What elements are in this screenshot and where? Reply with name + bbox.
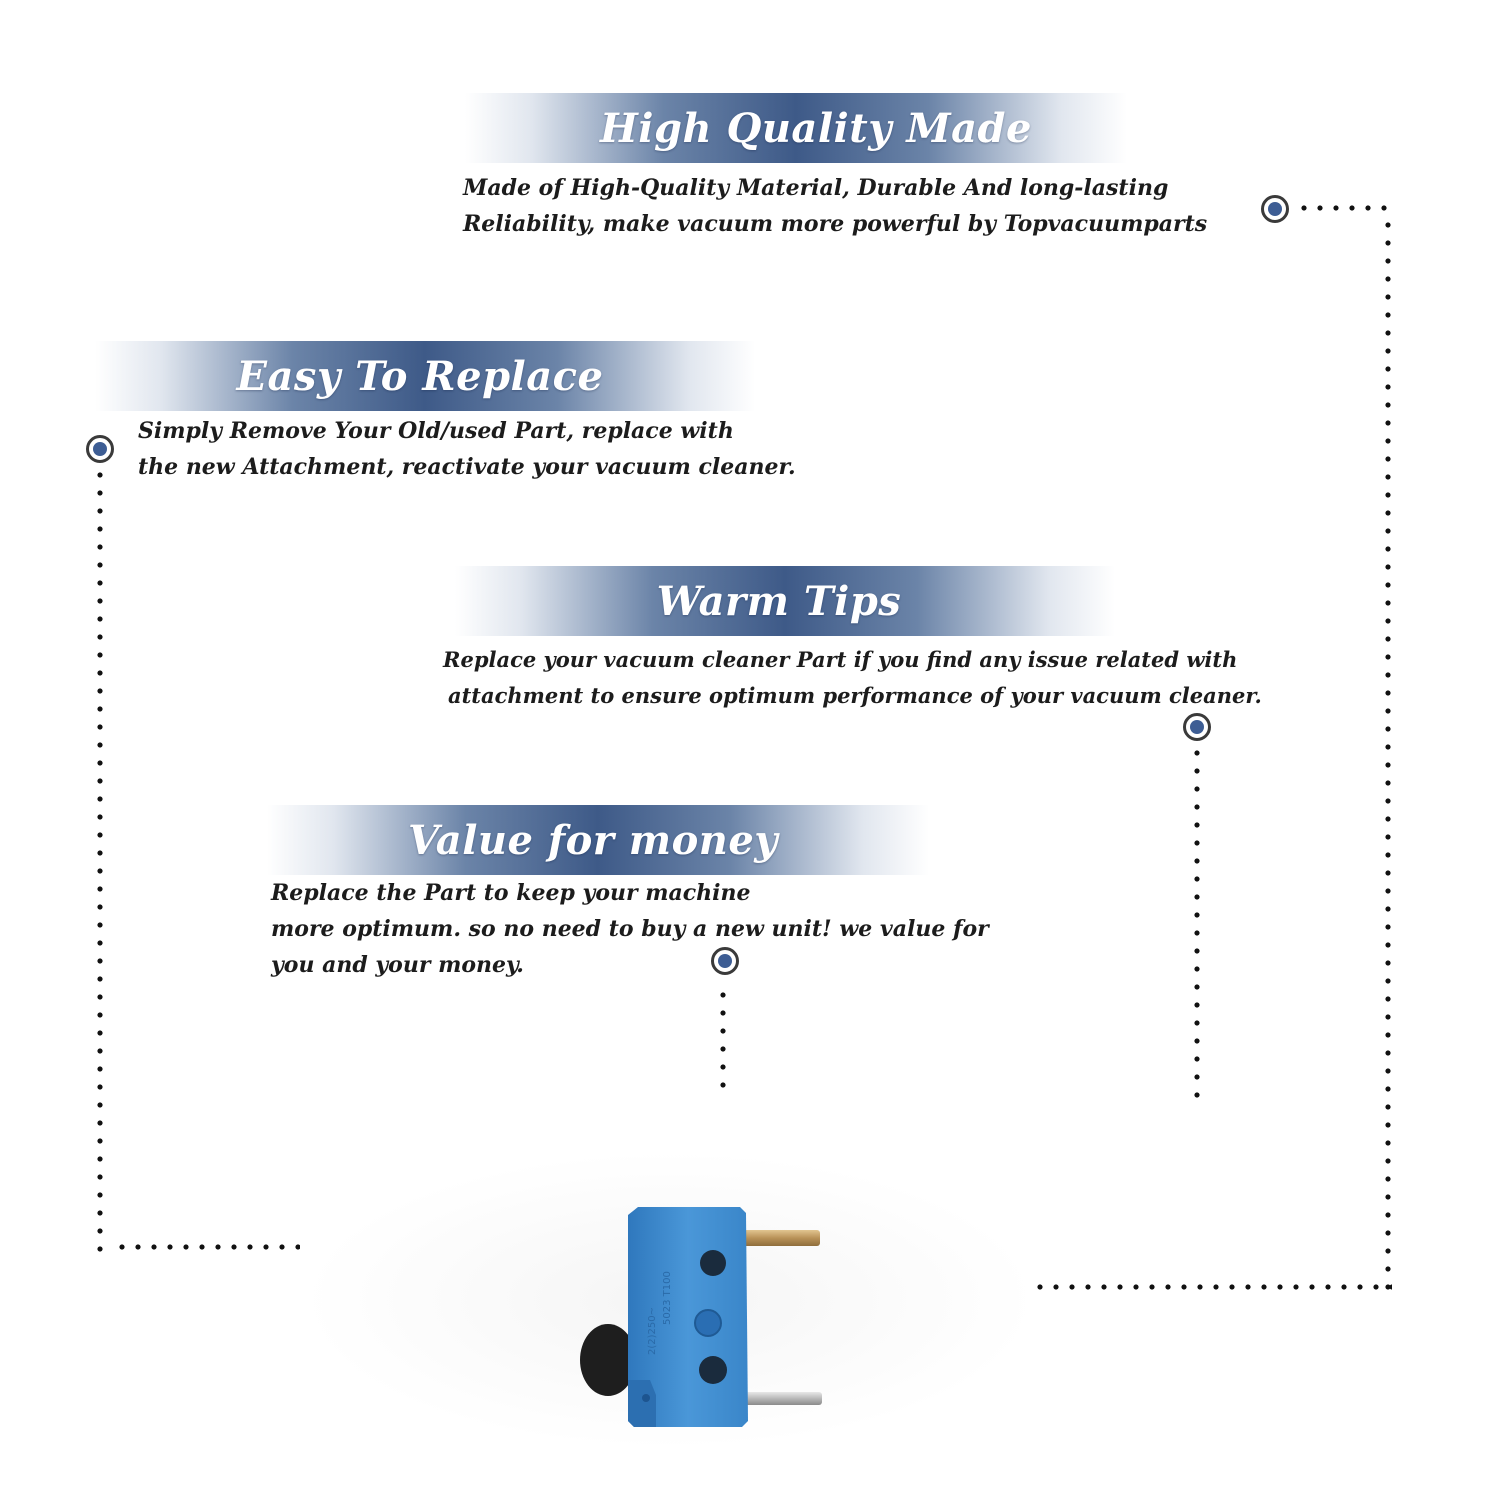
marker-warm-tips-icon <box>1183 713 1211 741</box>
section-title: Warm Tips <box>656 577 902 625</box>
description-line: Reliability, make vacuum more powerful b… <box>463 211 1208 237</box>
banner-easy-to-replace: Easy To Replace <box>95 341 755 411</box>
description-line: Simply Remove Your Old/used Part, replac… <box>138 418 734 444</box>
section-description: Made of High-Quality Material, Durable A… <box>463 170 1207 242</box>
description-line: Made of High-Quality Material, Durable A… <box>463 175 1169 201</box>
section-description: Replace the Part to keep your machine mo… <box>271 875 989 983</box>
section-title: Easy To Replace <box>236 352 604 400</box>
banner-warm-tips: Warm Tips <box>455 566 1115 636</box>
svg-text:5023 T100: 5023 T100 <box>662 1271 673 1325</box>
description-line: the new Attachment, reactivate your vacu… <box>138 454 796 480</box>
micro-switch-image: 5023 T100 2(2)250~ <box>580 1207 822 1427</box>
description-line: more optimum. so no need to buy a new un… <box>271 916 989 942</box>
description-line: Replace the Part to keep your machine <box>271 880 751 906</box>
connector-line <box>97 466 103 1252</box>
description-line: you and your money. <box>271 952 524 978</box>
section-description: Simply Remove Your Old/used Part, replac… <box>138 413 796 485</box>
section-title: Value for money <box>407 816 779 864</box>
section-description: Replace your vacuum cleaner Part if you … <box>443 642 1262 714</box>
marker-easy-replace-icon <box>86 435 114 463</box>
connector-line <box>1194 744 1200 1108</box>
description-line: attachment to ensure optimum performance… <box>448 683 1262 708</box>
connector-line <box>114 1244 300 1250</box>
connector-line <box>1385 216 1391 1292</box>
banner-value-for-money: Value for money <box>267 805 929 875</box>
connector-line <box>720 986 726 1092</box>
svg-text:2(2)250~: 2(2)250~ <box>647 1307 658 1355</box>
connector-line <box>1296 205 1388 211</box>
section-title: High Quality Made <box>600 104 1032 152</box>
connector-line <box>1032 1284 1392 1290</box>
marker-value-money-icon <box>711 947 739 975</box>
banner-high-quality-made: High Quality Made <box>465 93 1127 163</box>
description-line: Replace your vacuum cleaner Part if you … <box>443 647 1238 672</box>
marker-high-quality-icon <box>1261 195 1289 223</box>
